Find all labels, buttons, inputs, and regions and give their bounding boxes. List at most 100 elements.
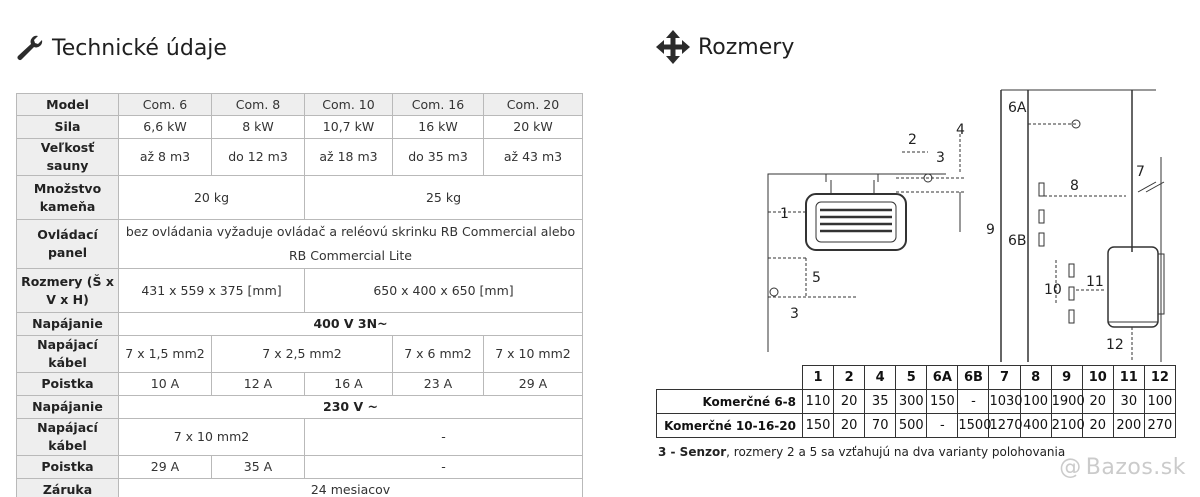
dimensions-table: 1 2 4 5 6A 6B 7 8 9 10 11 12 Komerčné 6-… [656,365,1177,438]
row-label: Komerčné 10-16-20 [656,413,803,438]
table-cell: 100 [1019,389,1052,414]
table-cell: 23 A [392,372,484,396]
cell-header: Com. 16 [392,93,484,116]
table-cell: 8 kW [211,115,305,139]
table-cell: 20 [833,413,866,438]
table-cell: 5 [895,365,928,390]
table-cell: - [304,418,583,456]
table-cell: 7 x 1,5 mm2 [118,335,212,373]
table-cell: 20 [1081,413,1114,438]
row-label-kabel: Napájací kábel [16,418,119,456]
label-7: 7 [1136,164,1145,180]
table-row: Napájanie 230 V ~ [16,395,583,419]
table-cell: 400 [1019,413,1052,438]
table-cell: 7 x 2,5 mm2 [211,335,393,373]
label-5: 5 [812,270,821,286]
table-cell: 6,6 kW [118,115,212,139]
table-cell: 20 [833,389,866,414]
table-row: Poistka 10 A 12 A 16 A 23 A 29 A [16,372,583,396]
table-cell: 25 kg [304,175,583,220]
table-row: Sila 6,6 kW 8 kW 10,7 kW 16 kW 20 kW [16,115,583,139]
table-cell: do 35 m3 [392,138,484,176]
wall-outline [767,173,946,352]
table-cell: 24 mesiacov [118,478,583,497]
table-cell: 12 A [211,372,305,396]
label-10: 10 [1044,282,1062,298]
row-label-velkost: Veľkosť sauny [16,138,119,176]
table-cell: 100 [1143,389,1177,414]
at-sign-icon: @ [1059,455,1082,480]
cell-model-label: Model [16,93,119,116]
table-cell: 270 [1143,413,1177,438]
table-row: Komerčné 6-8 110 20 35 300 150 - 1030 10… [656,389,1177,414]
dimensions-heading: Rozmery [656,30,794,64]
sensor-bottom [769,287,779,297]
table-cell: 20 kW [483,115,583,139]
table-cell: až 43 m3 [483,138,583,176]
wrench-icon [14,34,44,62]
table-row: Záruka 24 mesiacov [16,478,583,497]
label-3b: 3 [790,306,799,322]
table-row: Napájací kábel 7 x 10 mm2 - [16,418,583,456]
table-cell: 4 [864,365,897,390]
label-6b: 6B [1008,233,1027,249]
cell-header: Com. 6 [118,93,212,116]
table-cell: 300 [895,389,928,414]
table-cell: 200 [1112,413,1145,438]
label-2: 2 [908,132,917,148]
watermark: @ Bazos.sk [1059,455,1186,480]
label-8: 8 [1070,178,1079,194]
dimensions-title: Rozmery [698,34,795,60]
table-cell: 1900 [1050,389,1085,414]
sensor-top [923,173,933,183]
row-label-napajanie: Napájanie [16,312,119,336]
dimension-drawing: 1 2 3 4 5 3 6A 6B 7 8 9 10 11 12 [767,89,1165,362]
table-cell: bez ovládania vyžaduje ovládač a reléovú… [118,219,583,269]
label-3: 3 [936,150,945,166]
footnote-bold: 3 - Senzor [658,445,727,459]
row-label-mnozstvo: Množstvo kameňa [16,175,119,220]
table-row: Model Com. 6 Com. 8 Com. 10 Com. 16 Com.… [16,93,583,116]
table-cell: 9 [1050,365,1083,390]
table-cell: 11 [1112,365,1145,390]
table-cell: 1270 [988,413,1023,438]
technical-data-heading: Technické údaje [14,34,227,62]
table-row: Rozmery (Š x V x H) 431 x 559 x 375 [mm]… [16,268,583,313]
table-cell: 1030 [988,389,1023,414]
label-11: 11 [1086,274,1104,290]
table-cell [656,365,803,390]
table-cell: 10 A [118,372,212,396]
table-cell: 6B [957,365,990,390]
cell-header: Com. 10 [304,93,393,116]
table-cell: 7 x 6 mm2 [392,335,484,373]
label-4: 4 [956,122,965,138]
table-cell: do 12 m3 [211,138,305,176]
table-cell: 20 kg [118,175,305,220]
table-cell: 30 [1112,389,1145,414]
table-cell: 20 [1081,389,1114,414]
table-cell: 35 [864,389,897,414]
table-cell: 1500 [957,413,991,438]
table-cell: - [957,389,990,414]
table-cell: 400 V 3N~ [118,312,583,336]
table-cell: 1 [801,365,835,390]
table-cell: 7 [988,365,1021,390]
table-cell: 10 [1081,365,1114,390]
table-cell: 230 V ~ [118,395,583,419]
table-cell: až 18 m3 [304,138,393,176]
table-row: Množstvo kameňa 20 kg 25 kg [16,175,583,220]
row-label-napajanie: Napájanie [16,395,119,419]
table-cell: - [926,413,959,438]
table-cell: 16 kW [392,115,484,139]
label-9: 9 [986,222,995,238]
table-cell: 35 A [211,455,305,479]
table-cell: 2 [833,365,866,390]
heater-body [805,193,907,251]
table-cell: 29 A [483,372,583,396]
row-label-poistka: Poistka [16,372,119,396]
technical-specs-table: Model Com. 6 Com. 8 Com. 10 Com. 16 Com.… [16,93,583,497]
table-row: Poistka 29 A 35 A - [16,455,583,479]
table-cell: 12 [1143,365,1177,390]
cell-header: Com. 8 [211,93,305,116]
table-cell: 2100 [1050,413,1085,438]
